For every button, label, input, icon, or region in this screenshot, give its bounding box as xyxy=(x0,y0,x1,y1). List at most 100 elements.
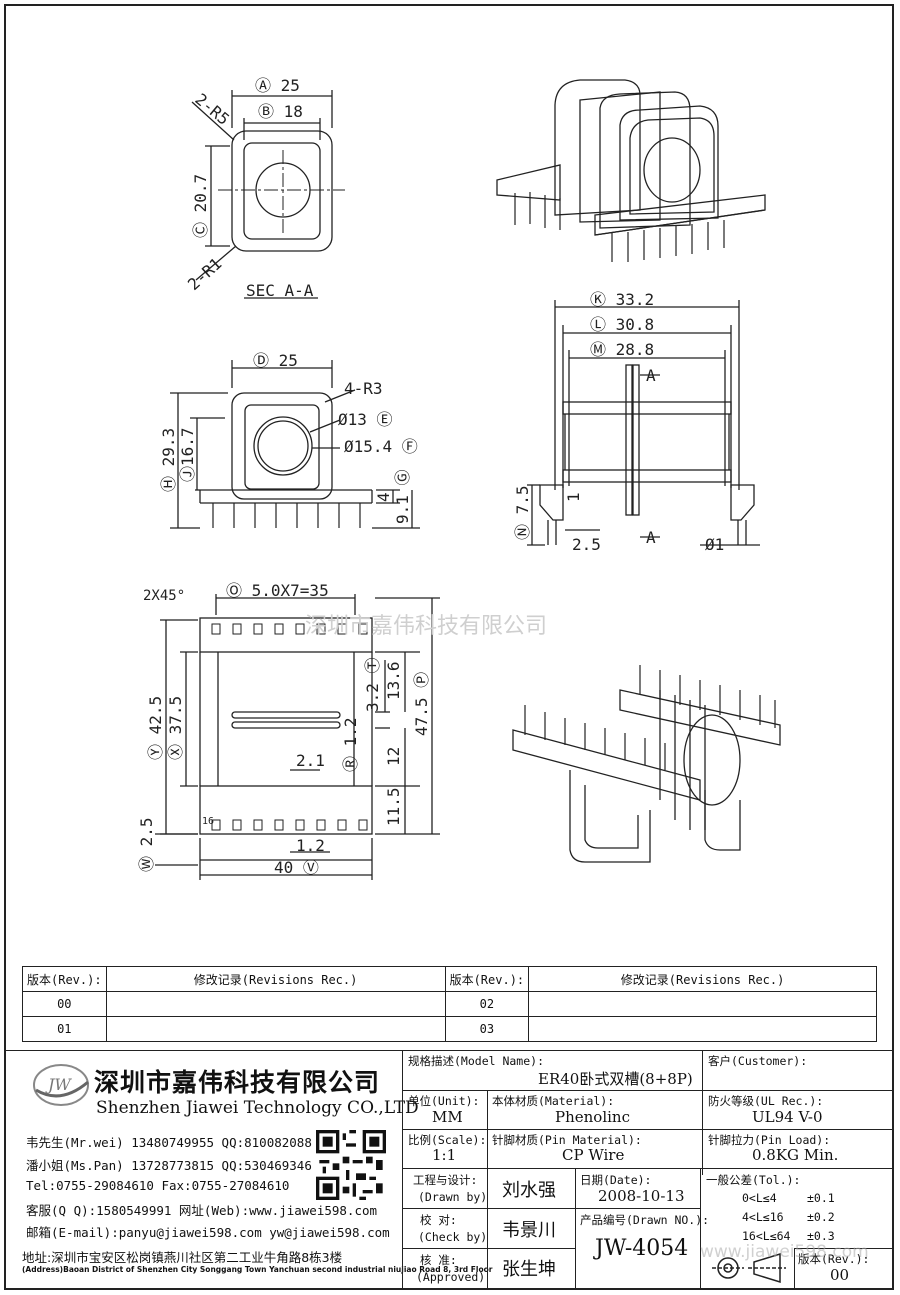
ul-value: UL94 V-0 xyxy=(752,1108,823,1126)
dim-m: Ⓜ 28.8 xyxy=(590,340,654,359)
tol-range: 4<L≤16 xyxy=(742,1210,784,1224)
drawn-no-label: 产品编号(Drawn NO.): xyxy=(580,1213,710,1227)
contact-tel-fax: Tel:0755-29084610 Fax:0755-27084610 xyxy=(26,1178,290,1193)
dim-x: Ⓧ 37.5 xyxy=(166,696,185,760)
tol-label: 一般公差(Tol.): xyxy=(706,1173,801,1187)
tb-divider xyxy=(794,1248,795,1290)
ul-label: 防火等级(UL Rec.): xyxy=(708,1094,824,1108)
section-view xyxy=(191,90,345,299)
rec-cell xyxy=(105,1016,446,1042)
drawing-frame xyxy=(4,4,894,1290)
rec-cell xyxy=(528,1016,877,1042)
tb-row-line xyxy=(402,1129,892,1130)
dim-p: 47.5 Ⓟ xyxy=(412,672,431,736)
dim-e: Ø13 Ⓔ xyxy=(338,410,393,429)
dim-s136: 13.6 xyxy=(384,661,403,700)
section-mark-a-bottom: A xyxy=(646,528,656,547)
logo-text: JW xyxy=(45,1075,72,1094)
approved-by-value: 张生坤 xyxy=(502,1259,556,1280)
drawn-label-cn: 工程与设计: xyxy=(413,1173,478,1187)
dim-j: Ⓙ16.7 xyxy=(178,427,197,482)
tol-value: ±0.3 xyxy=(807,1229,835,1243)
bottom-view xyxy=(155,594,440,880)
dim-w: Ⓦ 2.5 xyxy=(137,817,156,872)
revision-row: 01 03 xyxy=(22,1016,877,1042)
dim-d: Ⓓ 25 xyxy=(253,351,298,370)
contact-pan: 潘小姐(Ms.Pan) 13728773815 QQ:530469346 xyxy=(26,1158,312,1173)
drawn-by-value: 刘水强 xyxy=(502,1180,556,1201)
approved-label-en: (Approved) xyxy=(416,1270,486,1284)
rev-cell: 01 xyxy=(22,1016,107,1042)
tol-range: 16<L≤64 xyxy=(742,1229,791,1243)
contact-qq-web: 客服(Q Q):1580549991 网址(Web):www.jiawei598… xyxy=(26,1203,378,1218)
pin-material-value: CP Wire xyxy=(562,1146,625,1164)
projection-symbol-icon xyxy=(712,1252,786,1284)
dim-b: Ⓑ 18 xyxy=(258,102,303,121)
tb-row-line xyxy=(402,1168,892,1169)
check-label-cn: 校 对: xyxy=(420,1213,457,1227)
tb-divider xyxy=(402,1050,403,1290)
titleblock-top-border xyxy=(4,1050,894,1051)
model-value: ER40卧式双槽(8+8P) xyxy=(538,1070,693,1088)
company-name-cn: 深圳市嘉伟科技有限公司 xyxy=(94,1068,381,1097)
tb-divider xyxy=(702,1050,703,1175)
dim-o: Ⓞ 5.0X7=35 xyxy=(226,581,329,600)
qr-code xyxy=(316,1130,386,1200)
tol-range: 0<L≤4 xyxy=(742,1191,777,1205)
tb-row-line xyxy=(402,1208,700,1209)
dim-g4: 4 xyxy=(374,492,393,502)
dim-u12: 1.2 xyxy=(296,836,325,855)
technical-drawing: Ⓐ 25 Ⓑ 18 Ⓒ 20.7 2-R5 2-R1 SEC A-A xyxy=(137,76,781,880)
revision-row: 00 02 xyxy=(22,991,877,1017)
pin-number-16: 16 xyxy=(202,816,214,827)
rec-cell xyxy=(105,991,446,1017)
unit-value: MM xyxy=(432,1108,463,1126)
tb-divider xyxy=(487,1090,488,1290)
dim-t: 3.2 Ⓣ xyxy=(363,657,382,712)
rev-cell: 00 xyxy=(22,991,107,1017)
rec-header-right: 修改记录(Revisions Rec.) xyxy=(528,966,877,992)
tb-row-line xyxy=(402,1090,892,1091)
dim-2-5: 2.5 xyxy=(572,535,601,554)
contact-wei: 韦先生(Mr.wei) 13480749955 QQ:810082088 xyxy=(26,1135,312,1150)
section-mark-a-top: A xyxy=(646,366,656,385)
date-value: 2008-10-13 xyxy=(598,1187,685,1205)
watermark: 深圳市嘉伟科技有限公司 xyxy=(305,614,547,639)
dim-h: Ⓗ 29.3 xyxy=(159,428,178,492)
rec-header-left: 修改记录(Revisions Rec.) xyxy=(105,966,446,992)
url-watermark: www.jiawei598.com xyxy=(700,1242,869,1262)
unit-label: 单位(Unit): xyxy=(408,1094,480,1108)
address-en: (Address)Baoan District of Shenzhen City… xyxy=(22,1265,493,1274)
dim-v: 40 Ⓥ xyxy=(274,858,319,877)
rec-cell xyxy=(528,991,877,1017)
dim-c: Ⓒ 20.7 xyxy=(191,174,210,238)
dim-a: Ⓐ 25 xyxy=(255,76,300,95)
dim-k: Ⓚ 33.2 xyxy=(590,290,654,309)
tol-value: ±0.1 xyxy=(807,1191,835,1205)
side-view xyxy=(527,300,760,546)
check-by-value: 韦景川 xyxy=(502,1220,556,1241)
revision-table: 版本(Rev.): 修改记录(Revisions Rec.) 版本(Rev.):… xyxy=(22,966,877,1042)
pin-load-value: 0.8KG Min. xyxy=(752,1146,839,1164)
rev-cell: 02 xyxy=(444,991,530,1017)
isometric-view-top xyxy=(496,79,766,262)
dim-one: 1 xyxy=(564,492,583,502)
sec-label: SEC A-A xyxy=(246,281,314,300)
front-view xyxy=(170,360,420,529)
tb-divider xyxy=(700,1168,701,1290)
tb-divider xyxy=(575,1168,576,1290)
dim-r: Ⓡ 1.2 xyxy=(341,717,360,772)
dim-y: Ⓨ 42.5 xyxy=(146,696,165,760)
company-logo: JW xyxy=(33,1064,89,1106)
dim-s115: 11.5 xyxy=(384,787,403,826)
tb-row-line xyxy=(402,1248,575,1249)
drawn-label-en: (Drawn by) xyxy=(418,1190,488,1204)
dim-r3: 4-R3 xyxy=(344,379,383,398)
company-name-en: Shenzhen Jiawei Technology CO.,LTD xyxy=(96,1098,419,1118)
tb-row-line xyxy=(794,1248,892,1249)
dim-f: Ø15.4 Ⓕ xyxy=(344,437,418,456)
dim-r5: 2-R5 xyxy=(191,90,233,129)
rev-header-left: 版本(Rev.): xyxy=(22,966,107,992)
dim-chamfer: 2X45° xyxy=(143,588,185,604)
rev-label: 版本(Rev.): xyxy=(798,1252,870,1266)
